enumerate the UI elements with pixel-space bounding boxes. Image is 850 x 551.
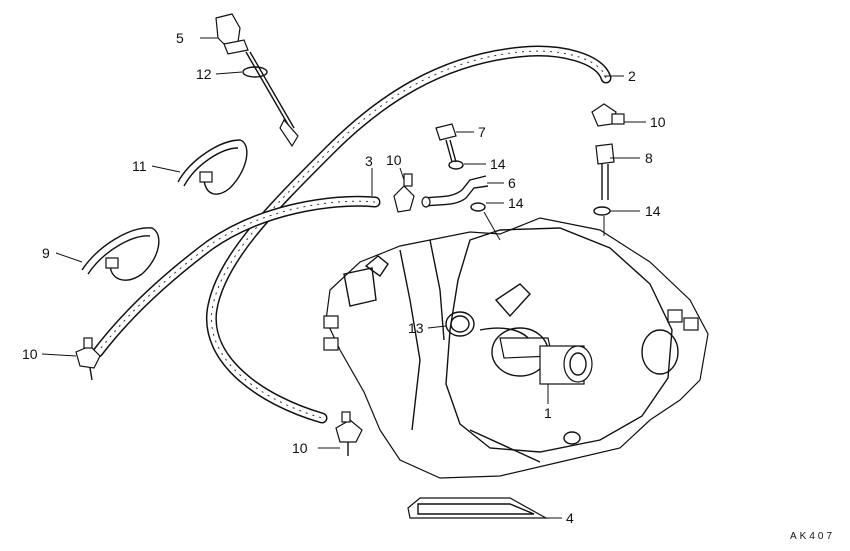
label-8: 8 <box>645 150 653 166</box>
label-5: 5 <box>176 30 184 46</box>
label-6: 6 <box>508 175 516 191</box>
o-ring-12 <box>242 66 268 78</box>
label-7: 7 <box>478 124 486 140</box>
bolt-7 <box>435 123 457 163</box>
label-2: 2 <box>628 68 636 84</box>
label-11: 11 <box>132 158 147 174</box>
label-14-upper: 14 <box>490 156 506 172</box>
label-14-middle: 14 <box>508 195 524 211</box>
breather-tube-3 <box>92 195 381 358</box>
callout-labels: 5 2 3 4 6 7 8 9 10 10 10 10 11 12 13 14 … <box>22 30 835 542</box>
dipstick-5 <box>215 13 299 148</box>
hose-band-11 <box>177 139 248 195</box>
breather-hose-2 <box>205 45 612 424</box>
label-10-left: 10 <box>22 346 38 362</box>
pipe-6 <box>421 175 489 208</box>
hose-band-9 <box>81 227 160 281</box>
label-10-right: 10 <box>650 114 666 130</box>
washer-14-upper <box>448 160 464 170</box>
washer-14-right <box>593 206 611 216</box>
label-12: 12 <box>196 66 212 82</box>
label-14-right: 14 <box>645 203 661 219</box>
label-10-center: 10 <box>386 152 402 168</box>
leader-lines <box>41 37 646 519</box>
clamp-10-left <box>75 337 101 381</box>
label-3: 3 <box>365 153 373 169</box>
clamp-10-center <box>393 173 415 213</box>
label-9: 9 <box>42 245 50 261</box>
seal-13 <box>445 311 475 337</box>
label-1: 1 <box>544 405 552 421</box>
label-13: 13 <box>408 320 424 336</box>
label-4: 4 <box>566 510 574 526</box>
cover-plate-4 <box>407 497 549 519</box>
breather-bolt-8 <box>595 143 615 200</box>
label-10-bottom: 10 <box>292 440 308 456</box>
mainshaft-1 <box>491 327 593 385</box>
clamp-10-top-right <box>591 103 625 127</box>
diagram-code: AK407 <box>790 531 835 542</box>
clamp-10-bottom <box>335 411 363 456</box>
washer-14-middle <box>470 202 486 212</box>
